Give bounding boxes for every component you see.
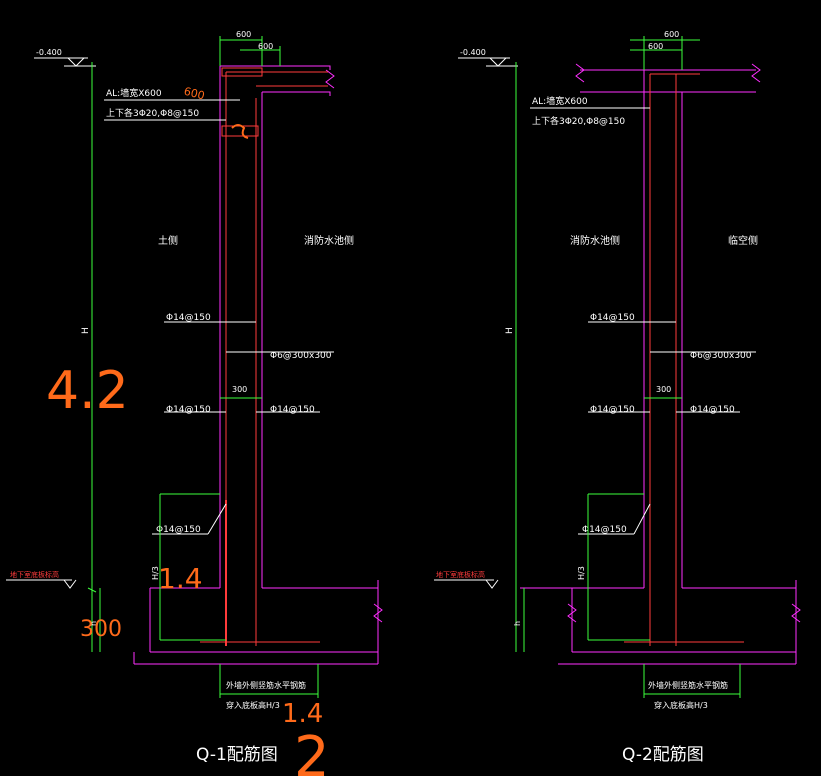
right-bottom-note-2: 穿入底板高H/3 — [654, 700, 708, 710]
left-beam-leaders — [104, 99, 240, 121]
right-rebar-leaders — [578, 321, 756, 535]
left-dim-wall: 300 — [232, 385, 247, 394]
left-rebar-lines — [200, 67, 328, 646]
left-detail: -0.400 H — [6, 30, 383, 765]
right-rebar-mid-right: Φ14@150 — [690, 405, 735, 415]
right-rebar-lower: Φ14@150 — [582, 525, 627, 535]
right-floor-label: 地下室底板标高 — [436, 570, 485, 579]
left-dim-top-inner: 600 — [258, 42, 273, 51]
right-wall-outline — [520, 63, 801, 665]
right-bottom-dimension — [643, 664, 741, 698]
right-dim-top-inner: 600 — [648, 42, 663, 51]
left-rebar-tie: Φ6@300x300 — [270, 351, 332, 361]
right-floor-marker — [434, 579, 499, 589]
left-elevation-marker — [34, 57, 96, 67]
left-bottom-note-2: 穿入底板高H/3 — [226, 700, 280, 710]
right-h-label: h — [513, 621, 522, 626]
left-bottom-note-1: 外墙外侧竖筋水平钢筋 — [226, 680, 306, 690]
right-dim-top-outer: 600 — [664, 30, 679, 39]
right-beam-rebar: 上下各3Φ20,Φ8@150 — [532, 115, 625, 127]
handwritten-scribble — [231, 124, 249, 139]
handwritten-bottom-b: 2 — [294, 725, 330, 776]
left-top-dimensions — [219, 36, 281, 66]
left-h3-label: H/3 — [151, 566, 160, 580]
right-rebar-lines — [624, 73, 744, 646]
right-bottom-note-1: 外墙外侧竖筋水平钢筋 — [648, 680, 728, 690]
right-top-dimensions — [630, 36, 700, 70]
left-beam-rebar: 上下各3Φ20,Φ8@150 — [106, 107, 199, 119]
right-h3-dimension — [523, 493, 650, 652]
handwritten-top: 600 — [182, 85, 206, 103]
left-title: Q-1配筋图 — [196, 745, 278, 765]
right-h3-label: H/3 — [577, 566, 586, 580]
right-dim-wall: 300 — [656, 385, 671, 394]
left-wall-outline — [133, 65, 383, 665]
left-rebar-leaders — [152, 321, 334, 535]
right-side-left: 消防水池侧 — [570, 234, 620, 247]
right-side-right: 临空侧 — [728, 234, 758, 247]
handwritten-annotations: 600 4.2 1.4 300 1.4 2 — [46, 85, 330, 776]
right-rebar-tie: Φ6@300x300 — [690, 351, 752, 361]
left-side-left: 土侧 — [158, 234, 178, 247]
right-detail: -0.400 H — [434, 30, 801, 765]
right-beam-label: AL:墙宽X600 — [532, 95, 588, 107]
left-rebar-vertical: Φ14@150 — [166, 313, 211, 323]
handwritten-height: 4.2 — [46, 361, 129, 421]
left-height-dimension — [87, 62, 97, 652]
left-rebar-lower: Φ14@150 — [156, 525, 201, 535]
right-title: Q-2配筋图 — [622, 745, 704, 765]
left-h3-dimension — [99, 493, 226, 652]
handwritten-base: 300 — [80, 617, 122, 642]
left-beam-label: AL:墙宽X600 — [106, 87, 162, 99]
handwritten-bottom-a: 1.4 — [282, 699, 323, 729]
left-floor-marker — [6, 579, 77, 589]
right-height-label: H — [505, 327, 515, 334]
left-floor-label: 地下室底板标高 — [10, 570, 59, 579]
right-rebar-mid-left: Φ14@150 — [590, 405, 635, 415]
left-bottom-dimension — [219, 664, 319, 698]
right-elevation-marker — [458, 57, 518, 67]
handwritten-h3: 1.4 — [158, 562, 203, 595]
right-rebar-vertical: Φ14@150 — [590, 313, 635, 323]
left-dim-top-outer: 600 — [236, 30, 251, 39]
left-height-label: H — [81, 327, 91, 334]
left-side-right: 消防水池侧 — [304, 234, 354, 247]
right-elevation-text: -0.400 — [460, 48, 486, 57]
left-rebar-mid-left: Φ14@150 — [166, 405, 211, 415]
left-elevation-text: -0.400 — [36, 48, 62, 57]
left-rebar-mid-right: Φ14@150 — [270, 405, 315, 415]
left-h-label: h — [89, 621, 98, 626]
